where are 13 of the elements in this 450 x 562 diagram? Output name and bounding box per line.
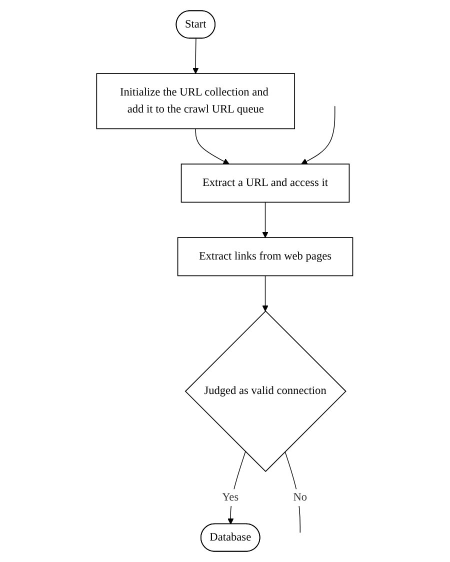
arrow [196,128,230,164]
arrow [192,38,200,74]
arrow [228,451,246,524]
edge-label: No [294,491,308,504]
arrow [262,202,269,238]
node-box: Extract a URL and access it [181,164,350,203]
edge-label: Yes [222,491,239,504]
node-box: Extract links from web pages [178,237,354,276]
arrow [301,106,336,164]
arrow [262,275,269,312]
connector [285,451,301,533]
node-diamond: Judged as valid connection [185,310,347,472]
node-box: Initialize the URL collection and add it to the crawl URL queue [96,73,296,130]
